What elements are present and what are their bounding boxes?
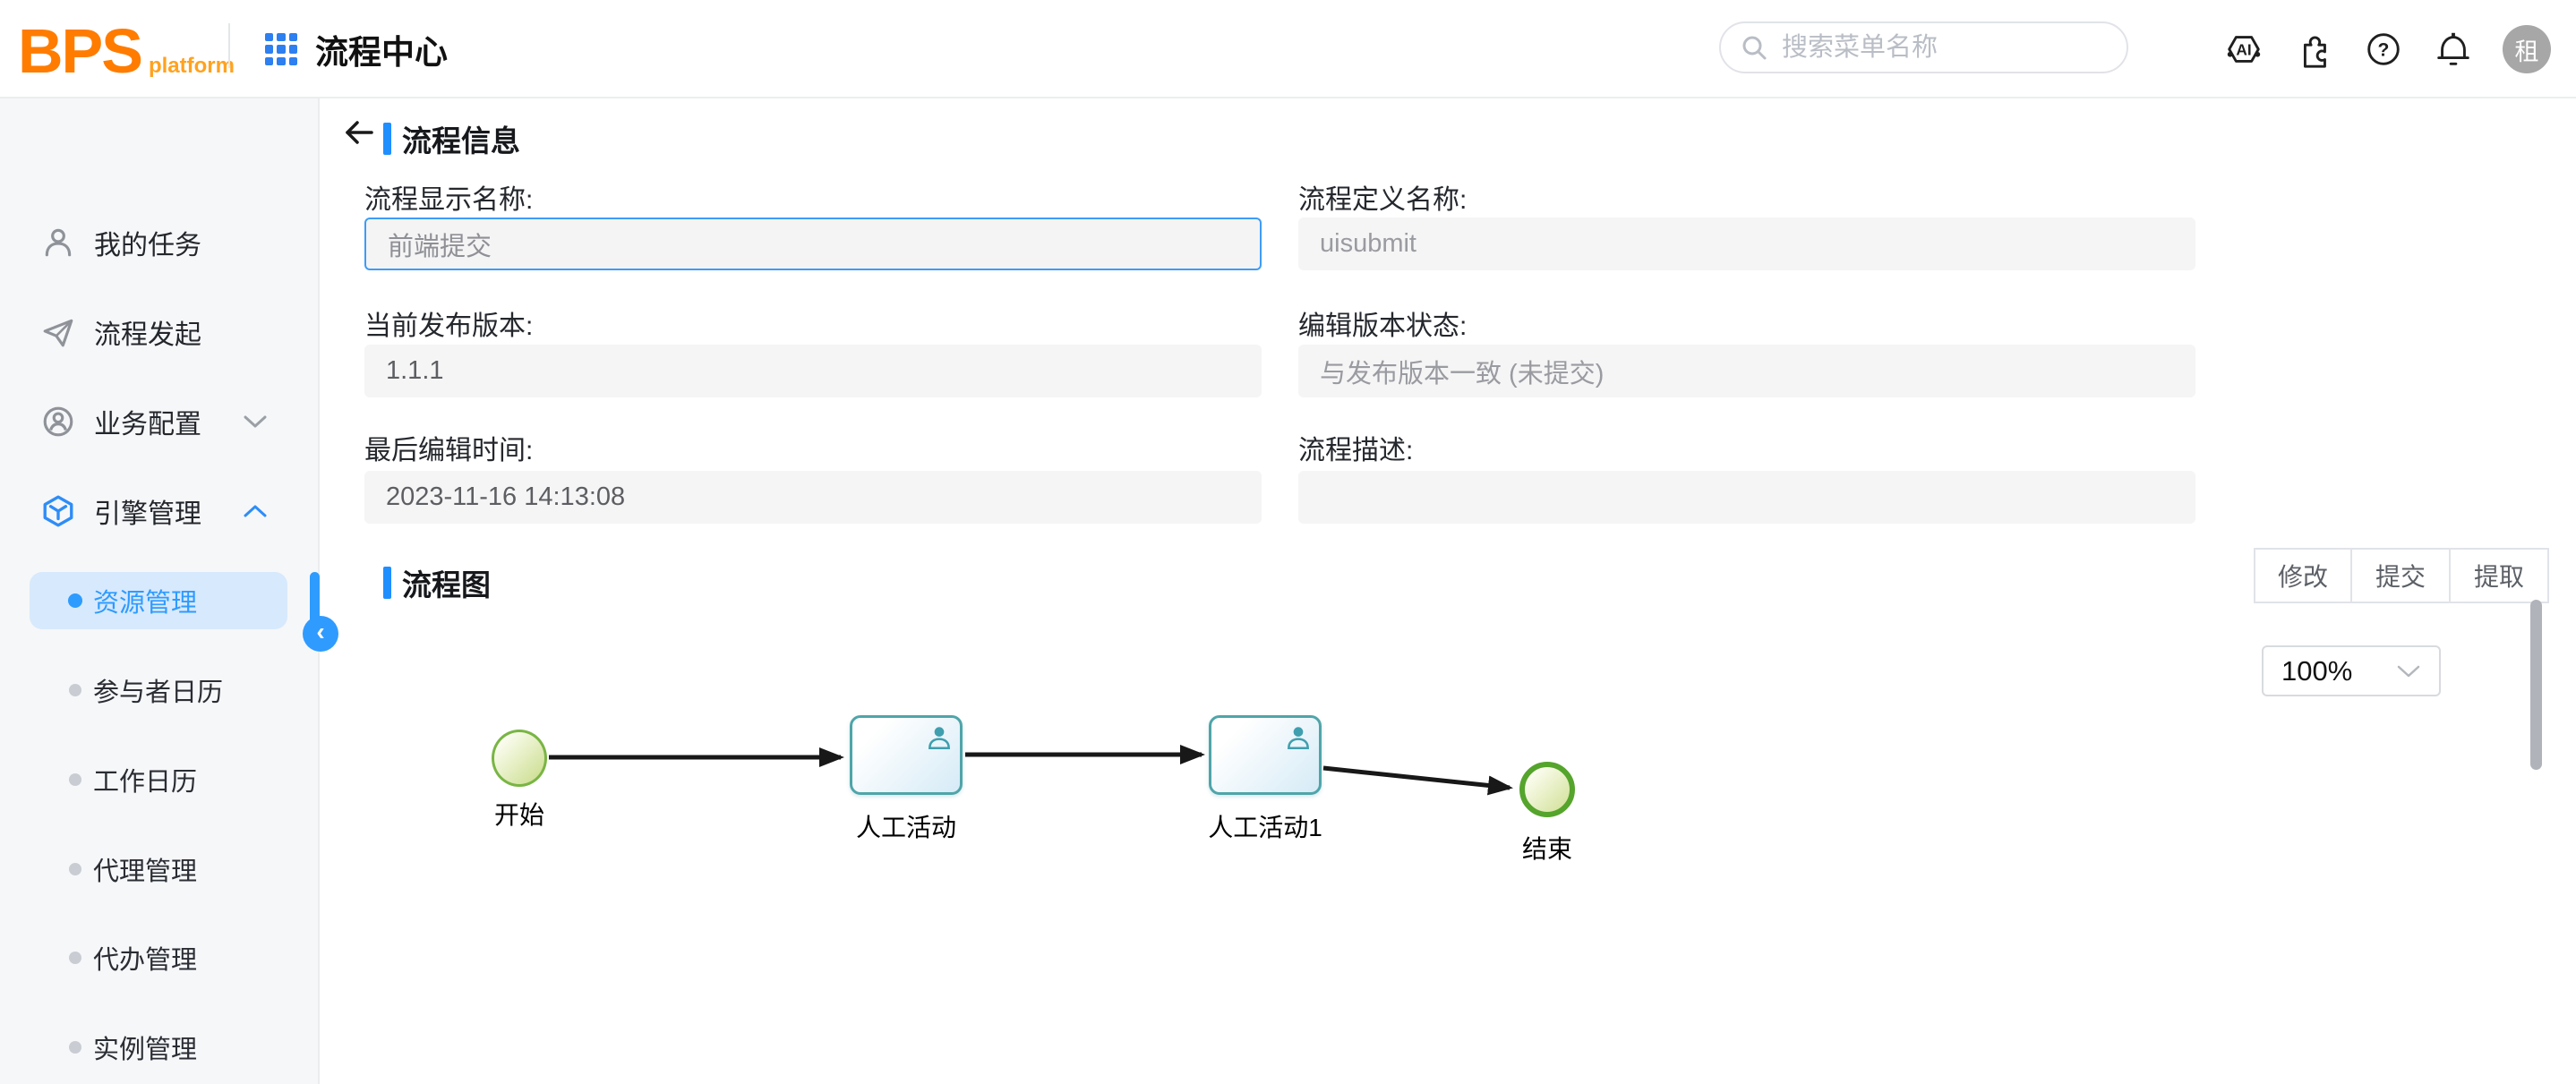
brand-logo-subtext: platform: [148, 54, 235, 78]
menu-search-box[interactable]: [1719, 21, 2128, 73]
task-node-label: 人工活动: [855, 814, 957, 841]
svg-text:?: ?: [2378, 40, 2390, 61]
app-title: 流程中心: [315, 34, 448, 71]
sidebar-item-label: 流程发起: [94, 320, 201, 350]
user-avatar[interactable]: 租: [2503, 25, 2551, 73]
zoom-level-value: 100%: [2281, 654, 2353, 687]
sidebar-subitem-label: 工作日历: [93, 768, 198, 797]
sidebar-item-my-tasks[interactable]: 我的任务: [0, 210, 320, 275]
title-accent-bar: [383, 567, 391, 599]
description-value: [1298, 471, 2195, 524]
zoom-level-select[interactable]: 100%: [2262, 645, 2441, 696]
field-label-last-edit-time: 最后编辑时间:: [364, 436, 534, 465]
notification-icon[interactable]: [2433, 29, 2474, 70]
user-task-node[interactable]: [850, 715, 963, 795]
edit-status-value: 与发布版本一致 (未提交): [1298, 345, 2195, 397]
bullet-dot-icon: [69, 863, 81, 875]
current-version-value: 1.1.1: [364, 345, 1262, 397]
main-content: 流程信息 流程显示名称: 当前发布版本: 1.1.1 最后编辑时间: 2023-…: [321, 98, 2576, 1084]
modify-button[interactable]: 修改: [2254, 548, 2352, 603]
sidebar-subitem-label: 资源管理: [93, 589, 198, 618]
sidebar-nav: 我的任务 流程发起 业务配置 引擎管理: [0, 98, 320, 1084]
selected-highlight: [30, 572, 287, 629]
user-task-icon: [1288, 727, 1309, 750]
search-input[interactable]: [1782, 32, 2086, 63]
vertical-scrollbar-thumb[interactable]: [2530, 600, 2542, 770]
arrow-left-icon: [346, 121, 373, 144]
sidebar-subitem-participant-calendar[interactable]: 参与者日历: [0, 661, 320, 720]
bullet-dot-icon: [69, 773, 81, 786]
submit-button[interactable]: 提交: [2352, 548, 2451, 603]
user-task-node[interactable]: [1209, 715, 1322, 795]
sidebar-subitem-work-calendar[interactable]: 工作日历: [0, 750, 320, 809]
sidebar-item-process-start[interactable]: 流程发起: [0, 300, 320, 364]
extract-button[interactable]: 提取: [2451, 548, 2549, 603]
search-icon: [1742, 36, 1767, 60]
diagram-action-buttons: 修改 提交 提取: [2254, 548, 2549, 603]
sidebar-subitem-label: 参与者日历: [93, 679, 224, 707]
sidebar-subitem-label: 代理管理: [93, 858, 198, 886]
ai-icon[interactable]: AI: [2223, 29, 2264, 70]
bullet-dot-icon: [69, 684, 81, 696]
field-label-description: 流程描述:: [1298, 436, 1414, 465]
chevron-down-icon: [2397, 665, 2420, 677]
back-button[interactable]: [338, 111, 381, 154]
start-event-node[interactable]: [492, 730, 547, 787]
section-title-text: 流程图: [402, 568, 491, 602]
chevron-down-icon: [244, 415, 267, 428]
sidebar-item-business-config[interactable]: 业务配置: [0, 389, 320, 454]
task-node-label: 人工活动1: [1208, 814, 1322, 841]
field-label-current-version: 当前发布版本:: [364, 312, 534, 341]
brand-logo-text: BPS: [18, 16, 143, 86]
end-event-node[interactable]: [1519, 762, 1575, 817]
sidebar-subitem-agent-management[interactable]: 代理管理: [0, 840, 320, 899]
plugin-icon[interactable]: [2293, 29, 2334, 70]
section-title-text: 流程信息: [402, 124, 520, 158]
sidebar-subitem-label: 代办管理: [93, 946, 198, 975]
field-label-edit-status: 编辑版本状态:: [1298, 312, 1468, 341]
sidebar-collapse-toggle[interactable]: ‹: [303, 616, 338, 652]
sidebar-item-label: 业务配置: [94, 410, 201, 440]
diagram-section-title: 流程图: [383, 561, 491, 604]
user-icon: [45, 228, 72, 257]
bullet-dot-icon: [68, 593, 82, 608]
sidebar-subitem-delegate-management[interactable]: 代办管理: [0, 928, 320, 987]
svg-text:AI: AI: [2236, 41, 2251, 59]
sidebar-item-label: 我的任务: [94, 231, 201, 260]
user-task-icon: [929, 727, 950, 750]
help-icon[interactable]: ?: [2363, 29, 2404, 70]
user-circle-icon: [43, 406, 73, 437]
header-divider: [228, 23, 230, 68]
start-node-label: 开始: [493, 801, 545, 829]
display-name-input[interactable]: [364, 218, 1262, 270]
last-edit-time-value: 2023-11-16 14:13:08: [364, 471, 1262, 524]
definition-name-value: uisubmit: [1298, 218, 2195, 270]
end-node-label: 结束: [1521, 835, 1573, 863]
title-accent-bar: [383, 123, 391, 155]
field-label-definition-name: 流程定义名称:: [1298, 185, 1468, 215]
process-info-section-title: 流程信息: [383, 117, 520, 160]
brand-logo: BPS platform: [18, 0, 235, 98]
sidebar-subitem-resource-management[interactable]: 资源管理: [0, 571, 320, 630]
top-header: BPS platform 流程中心 AI: [0, 0, 2576, 98]
app-grid-icon: [265, 33, 297, 65]
bullet-dot-icon: [69, 952, 81, 964]
send-icon: [43, 319, 73, 347]
field-label-display-name: 流程显示名称:: [364, 185, 534, 215]
header-actions: AI ?: [2223, 0, 2551, 98]
